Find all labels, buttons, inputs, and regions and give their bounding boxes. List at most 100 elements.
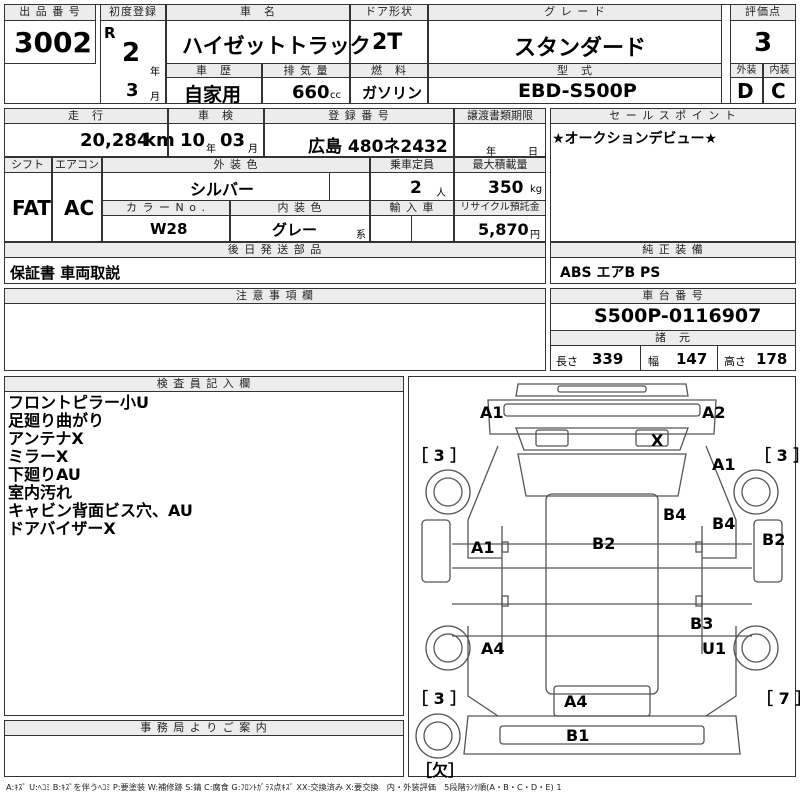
transfer-deadline-cell [454,123,546,157]
transfer-day-unit: 日 [528,147,538,158]
height-label: 高さ [724,355,746,368]
fuel-header: 燃 料 [350,63,428,78]
grade: スタンダード [514,36,647,61]
max-load-header: 最大積載量 [454,157,546,173]
model-type-cell [428,77,722,104]
sales-point: ★オークションデビュー★ [552,131,718,147]
aircon-cell [52,172,102,242]
int-color-header: 内 装 色 [230,200,370,216]
recycle-unit: 円 [530,230,540,241]
mark-u1-rear-right: U1 [702,639,727,658]
sales-point-header: セ ー ル ス ポ イ ン ト [550,108,796,124]
office-header: 事 務 局 よ り ご 案 内 [4,720,404,736]
import-cell-b [411,215,454,242]
displacement-header: 排 気 量 [262,63,350,78]
later-parts: 保証書 車両取説 [10,264,121,282]
model-type: EBD-S500P [518,80,637,102]
inspector-notes: フロントピラー小U 足廻り曲がり アンテナX ミラーX 下廻りAU 室内汚れ キ… [8,394,193,538]
inspector-note: アンテナX [8,429,84,448]
inspection-month: 03 [220,130,246,151]
int-color-cell [230,215,370,242]
inspector-note: ドアバイザーX [8,519,116,538]
mark-b3-bed: B3 [690,614,714,633]
shift: FAT [12,196,51,220]
mark-b4-right-door: B4 [712,514,736,533]
tire-spare: ［欠］ [416,761,465,780]
reg-year-unit: 年 [150,67,160,78]
notes-box [4,303,546,371]
displacement-unit: cc [330,90,341,101]
lot-no-header: 出 品 番 号 [4,4,96,21]
inspector-note: 足廻り曲がり [8,411,105,430]
damage-diagram [408,376,796,777]
inspection-year: 10 [180,130,206,151]
truck-outline-diagram [415,383,783,759]
displacement-cell [262,77,350,104]
color-no-header: カ ラ ー N o . [102,200,230,216]
mark-a1-right-fender: A1 [712,455,736,474]
color-no: W28 [150,220,188,238]
height: 178 [756,350,788,368]
capacity-unit: 人 [436,188,446,199]
mark-b2-floor: B2 [592,534,616,553]
later-parts-header: 後 日 発 送 部 品 [4,242,546,258]
mileage-unit: km [144,130,175,151]
inspection-cell [168,123,264,157]
recycle-cell [454,215,546,242]
car-name: ハイゼットトラック [182,34,371,58]
chassis-no: S500P-0116907 [594,305,762,327]
color-no-cell [102,215,230,242]
exterior-cell [730,77,763,104]
mileage-header: 走 行 [4,108,168,124]
mark-b4-cab-right: B4 [663,505,687,524]
ext-color: シルバー [190,180,255,199]
reg-no: 広島 480ネ2432 [308,137,448,157]
reg-month-unit: 月 [150,92,160,103]
transfer-deadline-header: 譲渡書類期限 [454,108,546,124]
grade-header: グ レ ー ド [428,4,722,21]
fuel: ガソリン [362,84,423,102]
capacity-header: 乗車定員 [370,157,454,173]
mark-a4-rear-left: A4 [481,639,505,658]
inspector-box [4,391,404,716]
genuine-equipment: ABS エアB PS [560,265,661,281]
history: 自家用 [184,84,242,106]
inspector-note: 下廻りAU [8,465,81,484]
mark-x-windshield: X [651,431,664,450]
width: 147 [676,350,708,368]
inspector-note: フロントピラー小U [8,393,149,412]
displacement: 660 [292,82,330,103]
width-label: 幅 [648,355,659,368]
max-load: 350 [488,178,524,198]
aircon: AC [64,196,95,220]
notes-header: 注 意 事 項 欄 [4,288,546,304]
inspector-note: 室内汚れ [8,483,73,502]
door-header: ドア形状 [350,4,428,21]
tire-rear-right: ［ 7 ］ [757,689,800,708]
inspector-header: 検 査 員 記 入 欄 [4,376,404,392]
fuel-cell [350,77,428,104]
inspection-year-unit: 年 [206,144,216,155]
door-type: 2T [372,30,403,55]
mileage-cell [4,123,168,157]
recycle-header: リサイクル預託金 [454,200,546,216]
tire-front-left: ［ 3 ］ [412,446,467,465]
interior-score: C [771,79,786,103]
mark-a4-tailgate: A4 [564,692,588,711]
mark-a1-front-left: A1 [480,403,504,422]
lot-no-cell [4,20,96,64]
reg-year: 2 [122,38,141,68]
history-header: 車 歴 [166,63,262,78]
dim-width-cell [640,345,718,371]
car-name-header: 車 名 [166,4,350,21]
transfer-year-unit: 年 [486,147,496,158]
reg-no-cell [264,123,454,157]
score: 3 [754,28,773,58]
sales-point-box [550,123,796,242]
reg-no-header: 登 録 番 号 [264,108,454,124]
max-load-unit: kg [530,184,543,195]
int-color-unit: 系 [356,230,366,241]
first-reg-header: 初度登録 [100,4,166,21]
length-label: 長さ [556,355,578,368]
lot-no: 3002 [14,26,92,59]
